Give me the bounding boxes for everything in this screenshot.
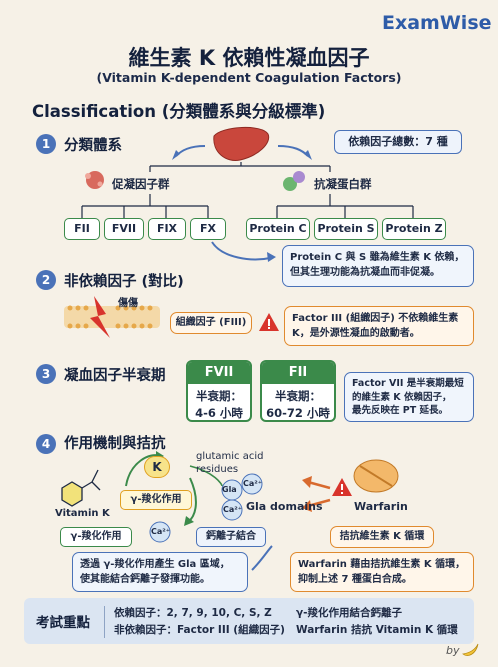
factor-iii-note: Factor III (組織因子) 不依賴維生素 K，是外源性凝血的啟動者。 xyxy=(284,306,474,346)
warning-icon xyxy=(332,478,352,496)
vitamin-k-molecule-icon xyxy=(61,469,101,507)
note-line: Factor III (組織因子) 不依賴維生素 xyxy=(292,313,459,324)
page-subtitle: (Vitamin K-dependent Coagulation Factors… xyxy=(96,70,402,85)
factor-box: FIX xyxy=(148,218,186,240)
clot-icon xyxy=(85,171,104,189)
section3-title: 凝血因子半衰期 xyxy=(64,368,166,384)
liver-icon xyxy=(213,126,270,161)
factor-box: FII xyxy=(64,218,100,240)
protein-box: Protein C xyxy=(246,218,310,240)
gla-note: 透過 γ-羧化作用產生 Gla 區域， 使其能結合鈣離子發揮功能。 xyxy=(72,552,248,592)
factor-box: FVII xyxy=(104,218,144,240)
protein-cs-note: Protein C 與 S 雖為維生素 K 依賴， 但其生理功能為抗凝血而非促凝… xyxy=(282,245,474,287)
protein-icon xyxy=(283,171,305,191)
section2-title: 非依賴因子 (對比) xyxy=(64,274,184,290)
summary-title: 考試重點 xyxy=(36,615,90,631)
warfarin-pill-icon xyxy=(353,459,399,493)
summary-line: Warfarin 拮抗 Vitamin K 循環 xyxy=(296,624,458,636)
banana-icon xyxy=(462,643,479,656)
protein-box: Protein S xyxy=(314,218,378,240)
note-line: 的維生素 K 依賴因子， xyxy=(352,391,452,403)
section1-title: 分類體系 xyxy=(64,138,122,154)
warfarin-label: Warfarin xyxy=(354,500,408,513)
section3-number: 3 xyxy=(36,364,56,384)
half-life-value: 4-6 小時 xyxy=(195,406,243,420)
gamma-carbox-label: γ-羧化作用 xyxy=(60,527,132,547)
note-line: 透過 γ-羧化作用產生 Gla 區域， xyxy=(80,559,230,570)
half-life-card-name: FII xyxy=(262,362,334,384)
note-line: Warfarin 藉由拮抗維生素 K 循環， xyxy=(298,559,466,570)
gla-label: Gla xyxy=(222,485,237,494)
half-life-card-fii: FII 半衰期： 60-72 小時 xyxy=(260,360,336,422)
half-life-value: 60-72 小時 xyxy=(266,406,330,420)
vitamin-k-label: Vitamin K xyxy=(55,508,110,519)
section4-title: 作用機制與拮抗 xyxy=(64,436,166,452)
warning-icon xyxy=(259,313,279,331)
summary-line: 依賴因子：2, 7, 9, 10, C, S, Z xyxy=(114,607,272,619)
vessel-injury-illustration xyxy=(64,296,160,338)
total-factors-box: 依賴因子總數：7 種 xyxy=(334,130,462,154)
note-line: 但其生理功能為抗凝血而非促凝。 xyxy=(290,267,440,278)
ca-label: Ca²⁺ xyxy=(223,505,242,514)
summary-panel xyxy=(24,598,474,644)
half-life-label: 半衰期： xyxy=(196,389,242,403)
page-title: 維生素 K 依賴性凝血因子 xyxy=(128,46,370,70)
lightning-icon xyxy=(90,296,110,338)
half-life-card-name: FVII xyxy=(188,362,250,384)
glutamic-label: glutamic acid residues xyxy=(196,450,263,476)
note-line: Protein C 與 S 雖為維生素 K 依賴， xyxy=(290,252,465,263)
gla-domains-label: Gla domains xyxy=(246,500,323,513)
glutamic-line: glutamic acid xyxy=(196,451,264,462)
half-life-label: 半衰期： xyxy=(275,389,321,403)
ca-label: Ca²⁺ xyxy=(243,479,262,488)
antagonist-label: 拮抗維生素 K 循環 xyxy=(339,531,425,542)
classification-heading: Classification (分類體系與分級標準) xyxy=(32,102,326,121)
tissue-factor-box: 組織因子 (FIII) xyxy=(170,312,252,334)
summary-line: 非依賴因子：Factor III (組織因子) xyxy=(114,624,285,636)
gamma-carbox-box: γ-羧化作用 xyxy=(120,490,192,510)
summary-line: γ-羧化作用結合鈣離子 xyxy=(296,607,403,619)
brand-logo: ExamWise xyxy=(382,12,492,34)
section2-number: 2 xyxy=(36,270,56,290)
factor-box: FX xyxy=(190,218,226,240)
section4-number: 4 xyxy=(36,434,56,454)
antagonist-box: 拮抗維生素 K 循環 xyxy=(330,526,434,548)
note-line: Factor VII 是半衰期最短 xyxy=(352,378,464,389)
warfarin-note: Warfarin 藉由拮抗維生素 K 循環， 抑制上述 7 種蛋白合成。 xyxy=(290,552,474,592)
note-line: 抑制上述 7 種蛋白合成。 xyxy=(298,574,412,585)
total-factors-label: 依賴因子總數：7 種 xyxy=(348,135,448,148)
anticoagulant-label: 抗凝蛋白群 xyxy=(314,177,372,191)
summary-divider xyxy=(104,606,105,638)
fvii-note: Factor VII 是半衰期最短 的維生素 K 依賴因子， 最先反映在 PT … xyxy=(344,372,474,422)
signature: by xyxy=(446,644,460,657)
section1-number: 1 xyxy=(36,134,56,154)
injury-label: 傷傷 xyxy=(118,298,138,309)
note-line: 最先反映在 PT 延長。 xyxy=(352,405,449,416)
procoagulant-label: 促凝因子群 xyxy=(112,177,170,191)
ca-label: Ca²⁺ xyxy=(151,527,170,536)
glutamic-line: residues xyxy=(196,464,239,475)
note-line: 使其能結合鈣離子發揮功能。 xyxy=(80,574,210,585)
calcium-binding-box: 鈣離子結合 xyxy=(196,527,266,547)
vitamin-k-badge: K xyxy=(144,456,170,478)
half-life-card-fvii: FVII 半衰期： 4-6 小時 xyxy=(186,360,252,422)
protein-box: Protein Z xyxy=(382,218,446,240)
tissue-factor-label: 組織因子 (FIII) xyxy=(175,317,247,328)
note-line: K，是外源性凝血的啟動者。 xyxy=(292,328,420,339)
